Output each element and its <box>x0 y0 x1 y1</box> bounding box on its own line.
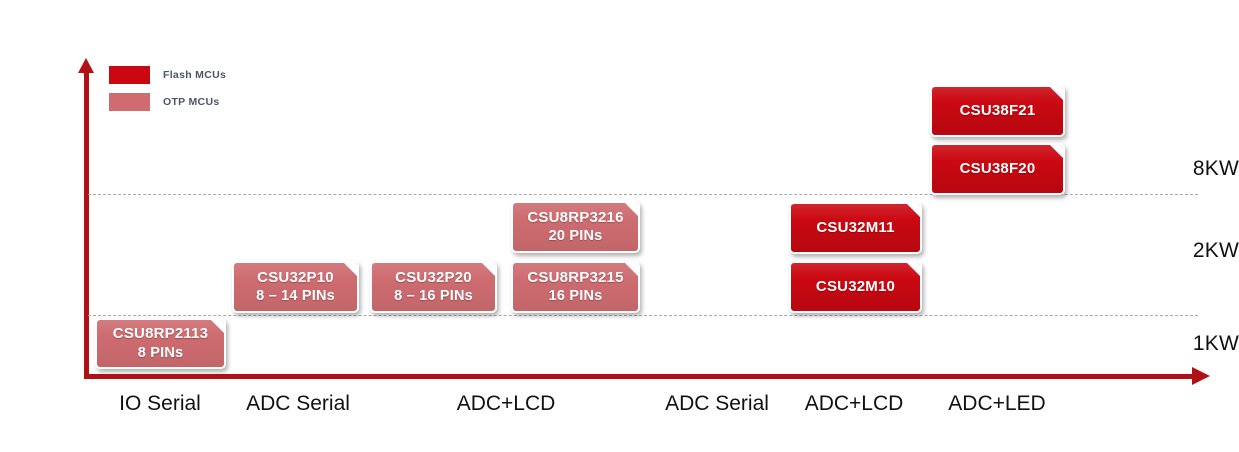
product-pins: 8 – 14 PINs <box>256 288 335 305</box>
folded-corner-icon <box>624 263 638 277</box>
legend-swatch-otp <box>109 93 150 111</box>
x-label-adc-serial-1: ADC Serial <box>246 392 350 415</box>
product-name: CSU8RP2113 <box>112 325 209 343</box>
product-box-csu32p10[interactable]: CSU32P10 8 – 14 PINs <box>232 261 359 313</box>
product-box-csu38f20[interactable]: CSU38F20 <box>930 143 1065 195</box>
product-pins: 8 – 16 PINs <box>394 288 473 305</box>
x-label-adc-led: ADC+LED <box>948 392 1046 415</box>
y-tick-8kw: 8KW <box>1192 157 1239 180</box>
product-name: CSU32M10 <box>815 277 896 295</box>
y-tick-1kw: 1KW <box>1192 332 1239 355</box>
product-box-csu32m10[interactable]: CSU32M10 <box>789 261 922 313</box>
product-name: CSU38F20 <box>959 159 1036 177</box>
product-name: CSU8RP3216 <box>527 208 624 226</box>
y-axis-line <box>84 70 89 379</box>
legend-swatch-flash <box>109 66 150 84</box>
product-box-csu32p20[interactable]: CSU32P20 8 – 16 PINs <box>370 261 497 313</box>
folded-corner-icon <box>624 203 638 217</box>
product-name: CSU32M11 <box>816 218 895 236</box>
x-label-adc-lcd-2: ADC+LCD <box>804 392 904 415</box>
product-box-csu8rp2113[interactable]: CSU8RP2113 8 PINs <box>95 318 226 369</box>
product-pins: 16 PINs <box>548 288 603 305</box>
product-box-csu38f21[interactable]: CSU38F21 <box>930 85 1065 137</box>
folded-corner-icon <box>210 320 224 334</box>
legend-item-flash: Flash MCUs <box>109 64 226 86</box>
legend-label-otp: OTP MCUs <box>163 96 220 108</box>
legend-label-flash: Flash MCUs <box>163 69 227 81</box>
product-box-csu32m11[interactable]: CSU32M11 <box>789 202 922 254</box>
product-name: CSU32P20 <box>395 268 472 286</box>
product-pins: 20 PINs <box>548 228 603 245</box>
product-box-csu8rp3215[interactable]: CSU8RP3215 16 PINs <box>511 261 640 313</box>
folded-corner-icon <box>1049 87 1063 101</box>
y-axis-arrowhead-icon <box>78 58 94 73</box>
y-tick-2kw: 2KW <box>1192 239 1239 262</box>
folded-corner-icon <box>481 263 495 277</box>
product-name: CSU32P10 <box>257 268 334 286</box>
folded-corner-icon <box>343 263 357 277</box>
gridline-upper <box>88 194 1198 195</box>
x-axis-arrowhead-icon <box>1192 367 1210 385</box>
product-name: CSU38F21 <box>959 101 1036 119</box>
legend-item-otp: OTP MCUs <box>109 91 226 113</box>
product-box-csu8rp3216[interactable]: CSU8RP3216 20 PINs <box>511 201 640 253</box>
gridline-lower <box>88 315 1198 316</box>
product-pins: 8 PINs <box>137 344 184 361</box>
legend: Flash MCUs OTP MCUs <box>109 64 226 118</box>
x-label-adc-serial-2: ADC Serial <box>665 392 769 415</box>
folded-corner-icon <box>1049 145 1063 159</box>
x-label-io-serial: IO Serial <box>119 392 201 415</box>
folded-corner-icon <box>906 204 920 218</box>
folded-corner-icon <box>906 263 920 277</box>
product-name: CSU8RP3215 <box>527 268 624 286</box>
x-axis-line <box>84 374 1197 379</box>
x-label-adc-lcd-1: ADC+LCD <box>456 392 556 415</box>
